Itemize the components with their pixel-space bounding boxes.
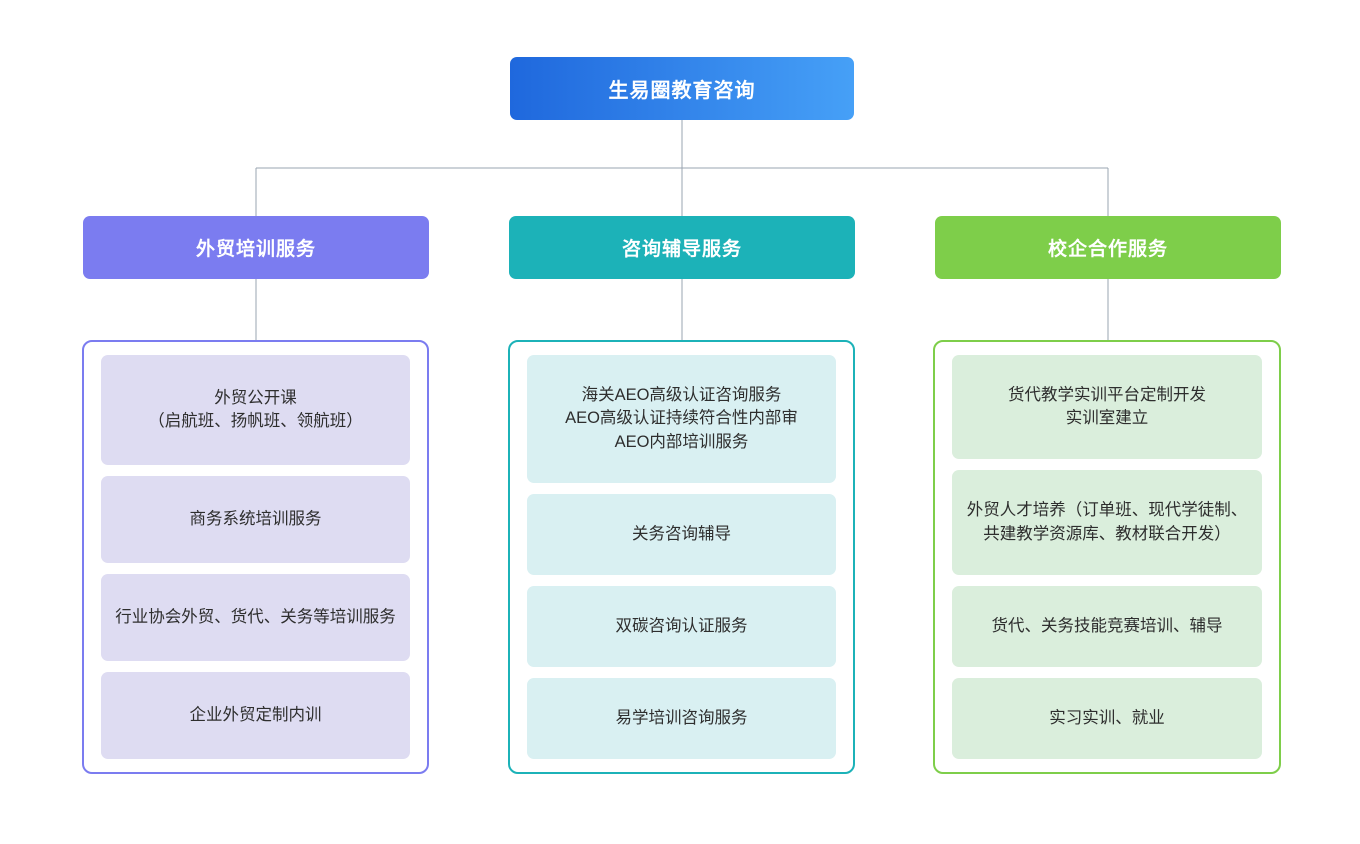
- branch-header-label: 校企合作服务: [1047, 239, 1168, 260]
- item-card[interactable]: 企业外贸定制内训: [101, 672, 410, 759]
- item-card[interactable]: 行业协会外贸、货代、关务等培训服务: [101, 574, 410, 662]
- item-card[interactable]: 货代、关务技能竞赛培训、辅导: [952, 585, 1262, 667]
- item-card-label: 企业外贸定制内训: [189, 705, 322, 724]
- root-node[interactable]: 生易圈教育咨询: [510, 57, 854, 120]
- item-card-label: 双碳咨询认证服务: [615, 616, 748, 635]
- group-container-school-enterprise-cooperation: 货代教学实训平台定制开发 实训室建立 外贸人才培养（订单班、现代学徒制、共建教学…: [933, 340, 1281, 774]
- group-container-foreign-trade-training: 外贸公开课 （启航班、扬帆班、领航班） 商务系统培训服务 行业协会外贸、货代、关…: [82, 340, 429, 774]
- item-card-label: 易学培训咨询服务: [615, 708, 748, 727]
- branch-header-school-enterprise-cooperation[interactable]: 校企合作服务: [935, 216, 1281, 279]
- item-card[interactable]: 双碳咨询认证服务: [527, 585, 836, 667]
- branch-header-label: 外贸培训服务: [195, 239, 316, 260]
- item-card[interactable]: 外贸人才培养（订单班、现代学徒制、共建教学资源库、教材联合开发）: [952, 470, 1262, 575]
- item-card[interactable]: 货代教学实训平台定制开发 实训室建立: [952, 355, 1262, 460]
- branch-header-label: 咨询辅导服务: [621, 239, 742, 260]
- item-card-label: 海关AEO高级认证咨询服务 AEO高级认证持续符合性内部审 AEO内部培训服务: [565, 385, 798, 451]
- item-card[interactable]: 关务咨询辅导: [527, 493, 836, 575]
- item-card[interactable]: 海关AEO高级认证咨询服务 AEO高级认证持续符合性内部审 AEO内部培训服务: [527, 355, 836, 483]
- branch-header-foreign-trade-training[interactable]: 外贸培训服务: [83, 216, 429, 279]
- item-card[interactable]: 易学培训咨询服务: [527, 677, 836, 760]
- item-card[interactable]: 实习实训、就业: [952, 677, 1262, 760]
- root-node-label: 生易圈教育咨询: [608, 80, 756, 102]
- item-card-label: 行业协会外贸、货代、关务等培训服务: [115, 607, 396, 626]
- item-card-label: 外贸人才培养（订单班、现代学徒制、共建教学资源库、教材联合开发）: [966, 501, 1248, 543]
- item-card-label: 货代、关务技能竞赛培训、辅导: [991, 616, 1223, 635]
- item-card-label: 关务咨询辅导: [632, 524, 731, 543]
- item-card[interactable]: 外贸公开课 （启航班、扬帆班、领航班）: [101, 355, 410, 466]
- branch-header-consulting-tutoring[interactable]: 咨询辅导服务: [509, 216, 855, 279]
- item-card-label: 实习实训、就业: [1049, 708, 1165, 727]
- item-card-label: 货代教学实训平台定制开发 实训室建立: [1008, 385, 1206, 428]
- group-container-consulting-tutoring: 海关AEO高级认证咨询服务 AEO高级认证持续符合性内部审 AEO内部培训服务 …: [508, 340, 855, 774]
- item-card[interactable]: 商务系统培训服务: [101, 476, 410, 564]
- item-card-label: 外贸公开课 （启航班、扬帆班、领航班）: [148, 388, 363, 431]
- item-card-label: 商务系统培训服务: [189, 510, 322, 529]
